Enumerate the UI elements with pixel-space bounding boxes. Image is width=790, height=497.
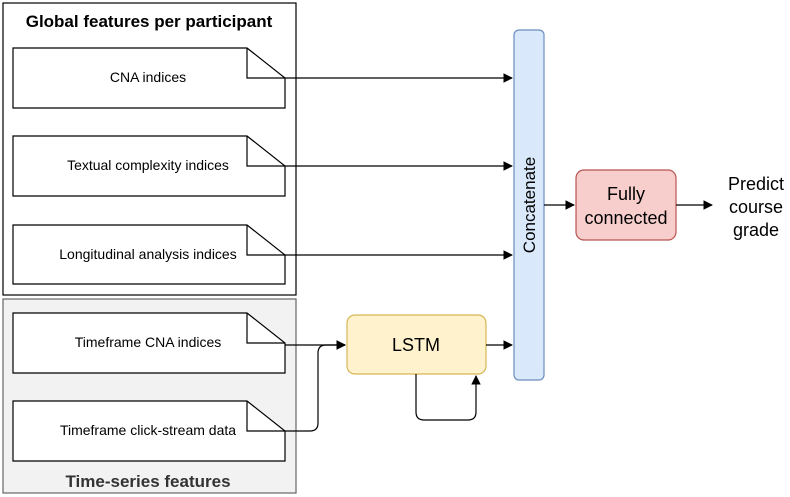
edges xyxy=(285,73,713,432)
output-line2: course xyxy=(729,197,783,217)
fully-connected-node: Fully connected xyxy=(575,169,677,241)
input-label: CNA indices xyxy=(110,69,186,85)
input-textual-complexity: Textual complexity indices xyxy=(12,135,286,197)
output-label: Predict course grade xyxy=(728,174,784,240)
timeseries-features-title: Time-series features xyxy=(65,472,230,491)
edge-lstm-recurrent-loop xyxy=(415,374,481,421)
input-label: Timeframe click-stream data xyxy=(60,422,236,438)
global-features-title: Global features per participant xyxy=(26,12,273,31)
concatenate-node: Concatenate xyxy=(513,29,545,381)
fully-connected-label-line2: connected xyxy=(584,208,667,228)
input-timeframe-cna: Timeframe CNA indices xyxy=(12,312,286,374)
input-longitudinal-analysis: Longitudinal analysis indices xyxy=(12,224,286,285)
input-label: Longitudinal analysis indices xyxy=(59,246,236,262)
lstm-label: LSTM xyxy=(392,335,440,355)
lstm-node: LSTM xyxy=(346,314,487,375)
input-timeframe-clickstream: Timeframe click-stream data xyxy=(12,400,286,462)
output-line3: grade xyxy=(733,220,779,240)
edge-clickstream-to-lstm xyxy=(285,340,346,432)
input-label: Timeframe CNA indices xyxy=(75,334,222,350)
output-line1: Predict xyxy=(728,174,784,194)
fully-connected-label-line1: Fully xyxy=(607,184,645,204)
input-cna-indices: CNA indices xyxy=(12,47,286,109)
concatenate-label: Concatenate xyxy=(520,157,539,253)
input-label: Textual complexity indices xyxy=(67,157,229,173)
